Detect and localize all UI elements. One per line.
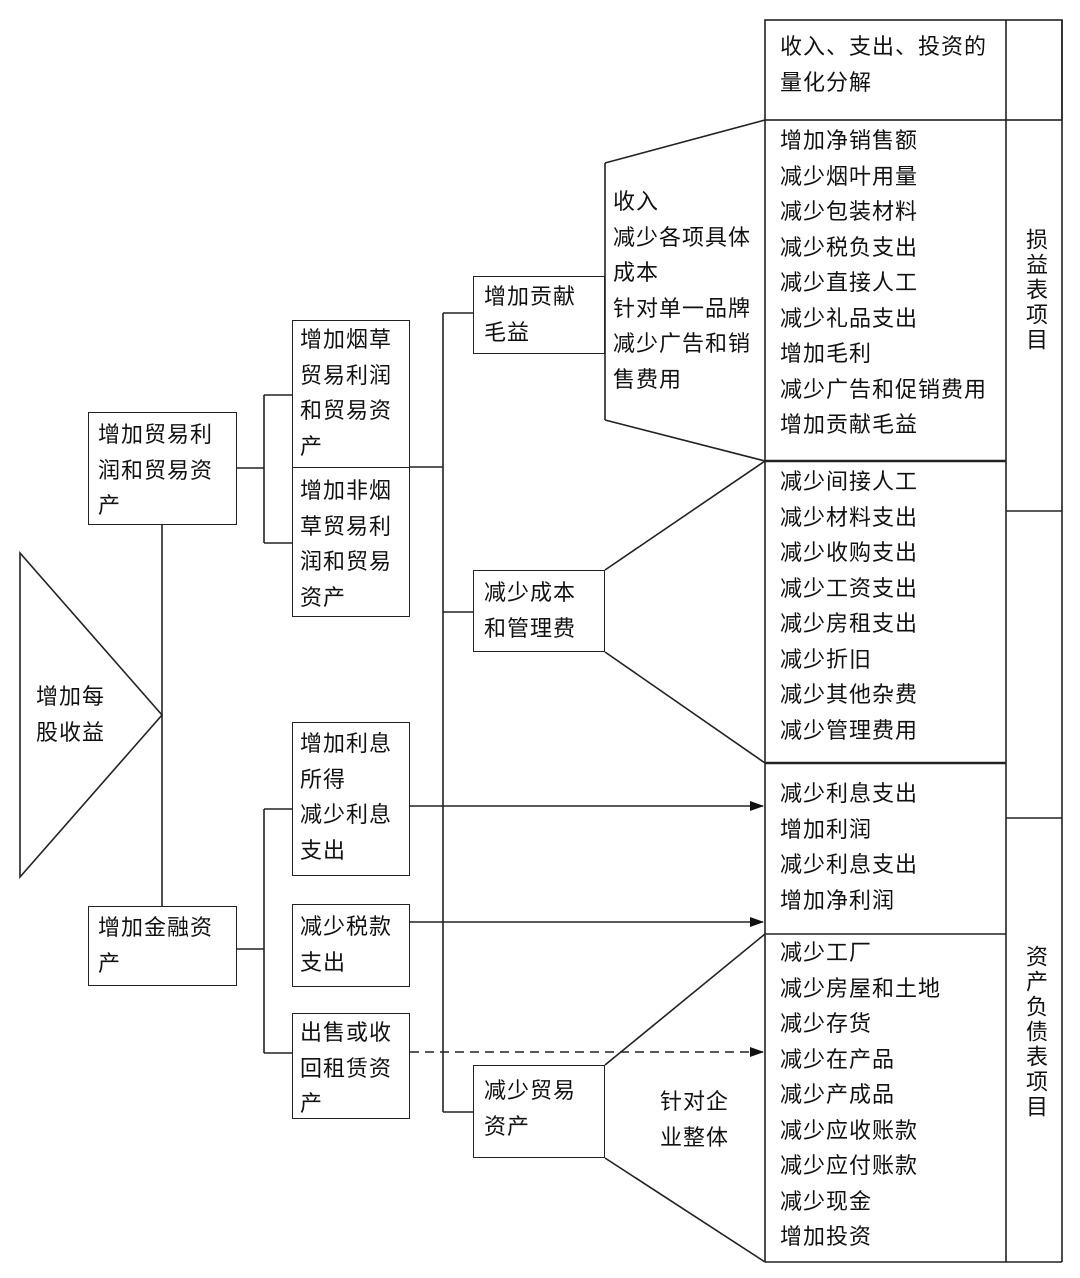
right-header: 收入、支出、投资的 量化分解 <box>780 35 988 96</box>
gross-margin-label: 增加贡献 毛益 <box>484 285 577 346</box>
trade-assets-label: 减少贸易 资产 <box>484 1079 577 1140</box>
trade-profit-label: 增加贸易利 润和贸易资 产 <box>98 423 214 519</box>
tax-box <box>292 904 410 987</box>
lease-label: 出售或收 回租赁资 产 <box>300 1021 393 1117</box>
balance-sheet-label: 资产负债表项目 <box>1022 945 1047 1120</box>
root-triangle <box>19 550 164 880</box>
income-items-list: 增加净销售额 减少烟叶用量 减少包装材料 减少税负支出 减少直接人工 减少礼品支… <box>780 129 988 438</box>
finance-assets-label: 增加金融资 产 <box>98 916 214 977</box>
cost-mgmt-label: 减少成本 和管理费 <box>484 581 577 642</box>
trade-profit-box <box>88 412 237 525</box>
cost-items-list: 减少间接人工 减少材料支出 减少收购支出 减少工资支出 减少房租支出 减少折旧 … <box>780 470 919 744</box>
non-tobacco-trade-label: 增加非烟 草贸易利 润和贸易 资产 <box>300 479 393 611</box>
cost-mgmt-box <box>473 570 605 652</box>
interest-box <box>292 722 410 876</box>
gross-margin-box <box>473 276 605 354</box>
trade-assets-box <box>473 1065 605 1158</box>
tobacco-trade-label: 增加烟草 贸易利润 和贸易资 产 <box>300 328 393 460</box>
income-note: 收入 减少各项具体 成本 针对单一品牌 减少广告和销 售费用 <box>613 190 752 393</box>
tobacco-trade-box <box>292 320 410 468</box>
interest-label: 增加利息 所得 减少利息 支出 <box>300 732 393 864</box>
lease-box <box>292 1013 410 1119</box>
income-statement-label: 损益表项目 <box>1022 228 1047 353</box>
interest-items-list: 减少利息支出 增加利润 减少利息支出 增加净利润 <box>780 782 919 914</box>
non-tobacco-trade-box <box>292 467 410 617</box>
root-label: 增加每 股收益 <box>36 685 106 746</box>
finance-assets-box <box>88 906 237 986</box>
enterprise-note: 针对企 业整体 <box>660 1090 730 1151</box>
tax-label: 减少税款 支出 <box>300 915 393 976</box>
asset-items-list: 减少工厂 减少房屋和土地 减少存货 减少在产品 减少产成品 减少应收账款 减少应… <box>780 941 942 1250</box>
